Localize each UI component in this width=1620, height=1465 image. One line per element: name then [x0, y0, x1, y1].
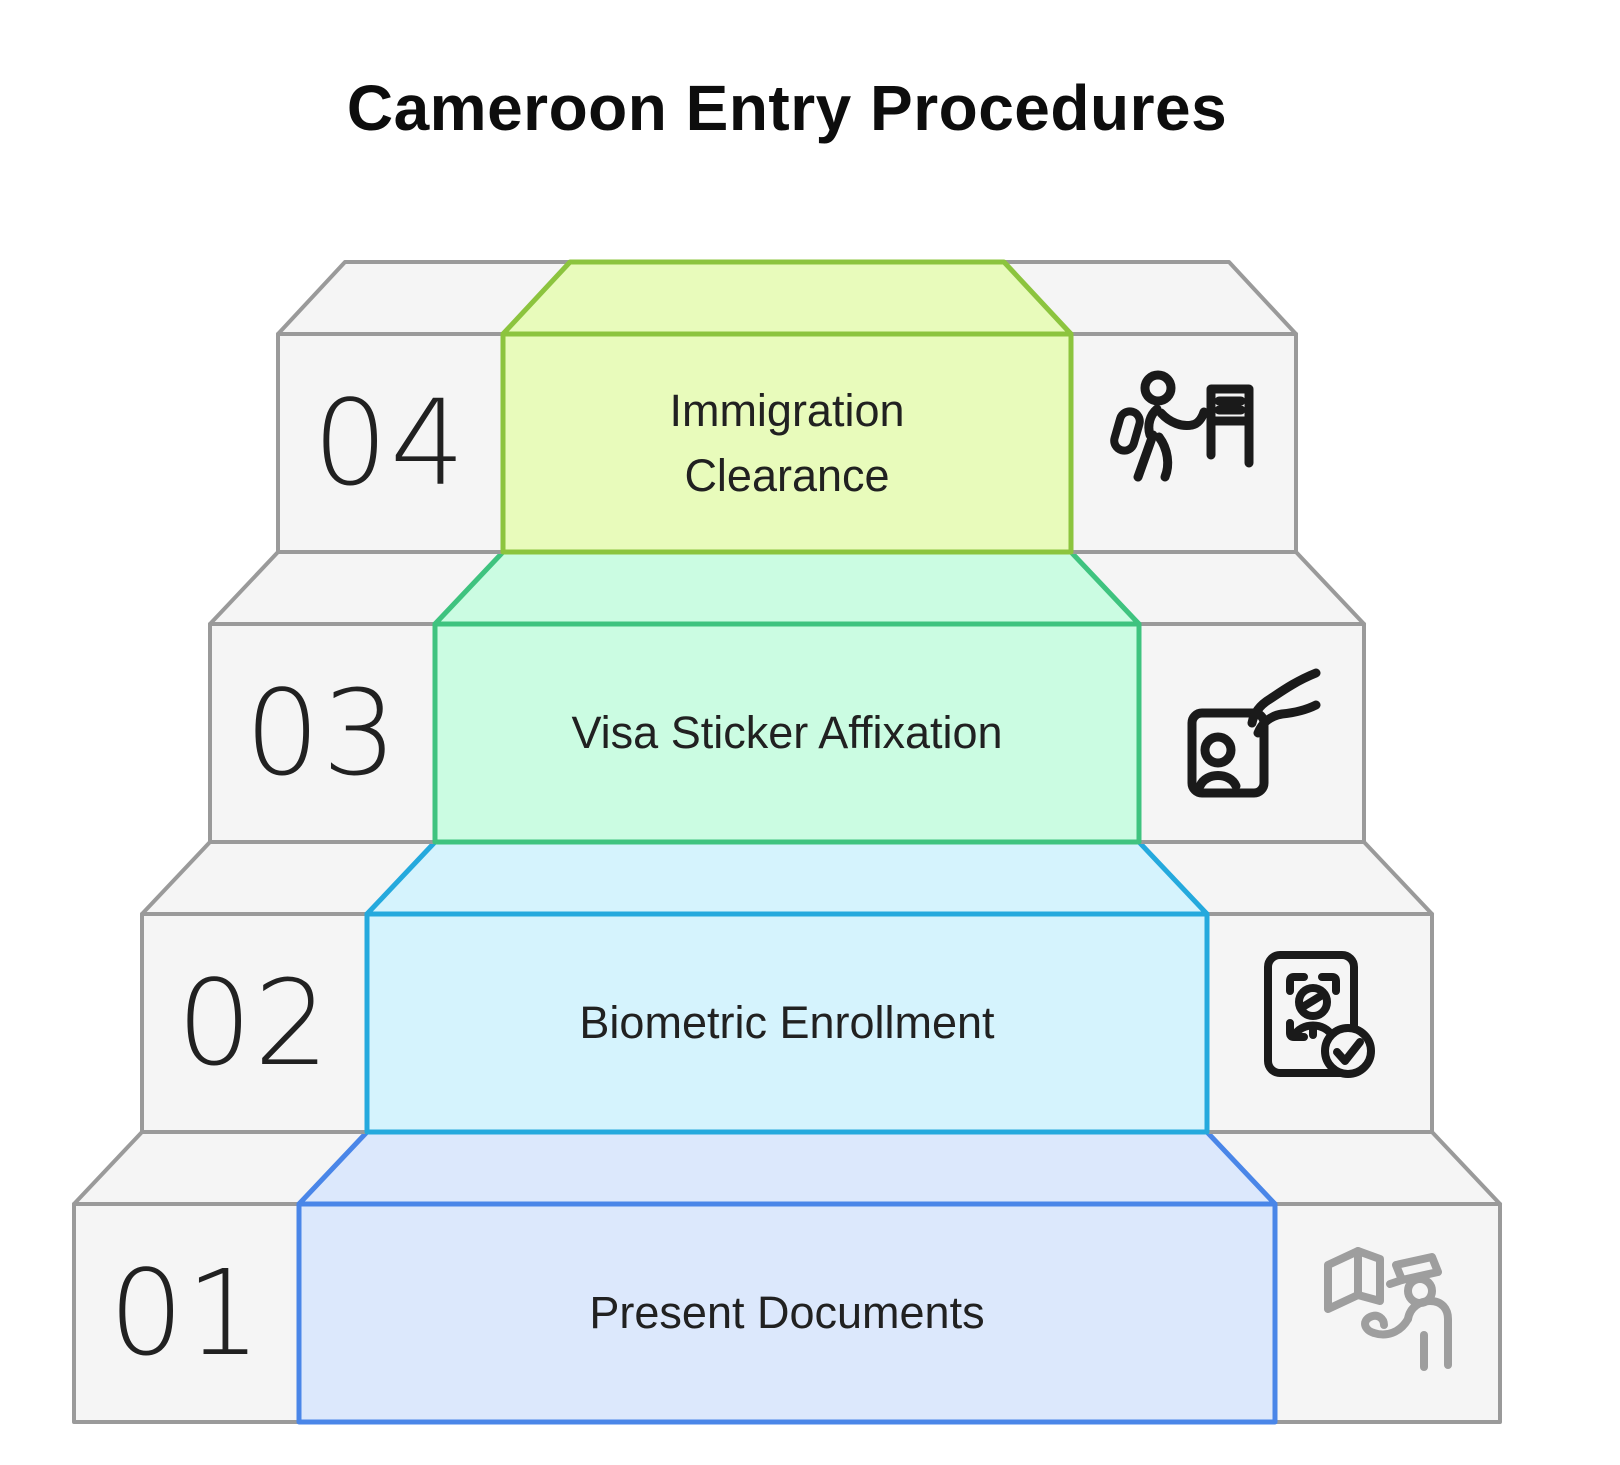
step-03-panel-front-face [432, 621, 1142, 845]
hand-placing-id-card-icon [1187, 668, 1321, 798]
step-03-panel [432, 549, 1142, 845]
step-01-number: 01 [108, 1244, 264, 1382]
step-01-panel-top-face [296, 1129, 1278, 1207]
step-01-panel [296, 1129, 1278, 1425]
step-04-number: 04 [312, 374, 468, 512]
step-03-panel-top-face [432, 549, 1142, 627]
step-02-panel [364, 839, 1210, 1135]
step-04-panel-front-face [500, 331, 1074, 555]
face-scan-approved-icon [1264, 951, 1375, 1078]
step-02-number: 02 [176, 954, 332, 1092]
step-01-panel-front-face [296, 1201, 1278, 1425]
step-02-panel-front-face [364, 911, 1210, 1135]
page-title: Cameroon Entry Procedures [346, 71, 1228, 144]
traveler-at-kiosk-icon [1110, 370, 1254, 482]
step-03-number: 03 [244, 664, 400, 802]
step-03-label: Visa Sticker Affixation [571, 707, 1003, 759]
step-02-label: Biometric Enrollment [579, 997, 995, 1049]
step-01-label: Present Documents [589, 1287, 985, 1339]
step-04-label: Immigration Clearance [669, 384, 905, 501]
step-04-panel-top-face [500, 259, 1074, 337]
officer-receiving-documents-icon [1324, 1247, 1452, 1371]
step-02-panel-top-face [364, 839, 1210, 917]
step-04-panel [500, 259, 1074, 555]
